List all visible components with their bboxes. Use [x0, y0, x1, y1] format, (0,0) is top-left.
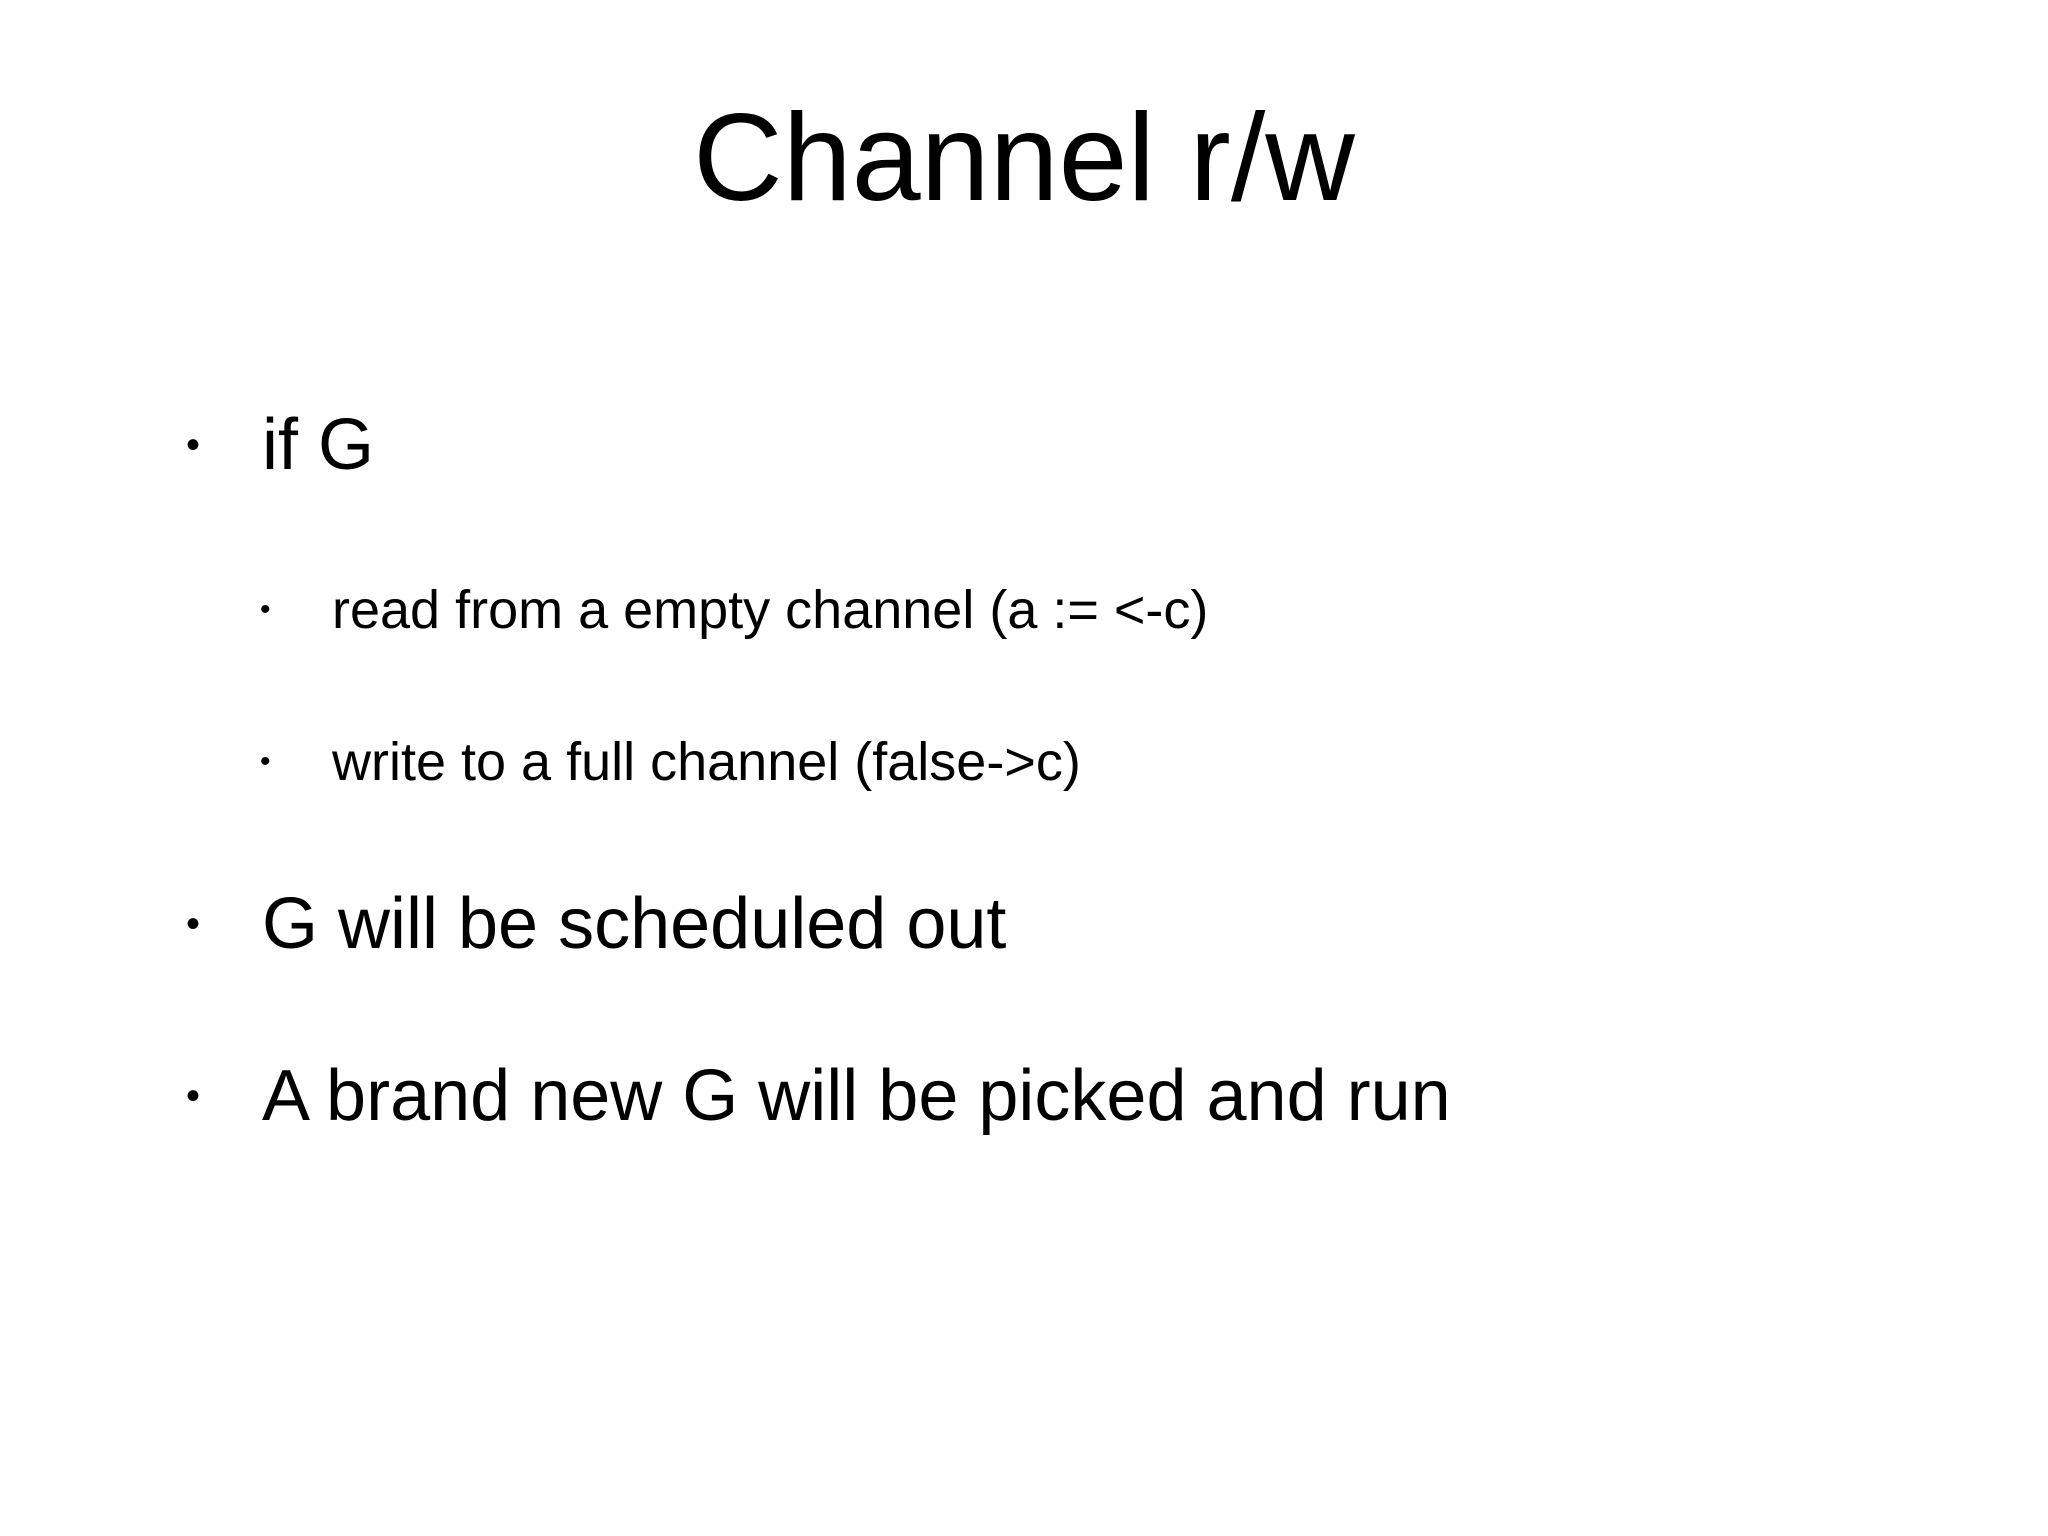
bullet-text: if G — [262, 405, 375, 485]
bullet-marker: • — [186, 423, 201, 467]
bullet-text: A brand new G will be picked and run — [262, 1056, 1451, 1136]
bullet-text: G will be scheduled out — [262, 884, 1007, 964]
sub-bullet-marker: • — [260, 593, 271, 626]
bullet-marker: • — [186, 1074, 201, 1118]
sub-bullet-text: read from a empty channel (a := <-c) — [332, 580, 1209, 640]
sub-bullet-text: write to a full channel (false->c) — [332, 732, 1081, 792]
slide-title: Channel r/w — [693, 89, 1355, 227]
sub-bullet-marker: • — [260, 745, 271, 778]
bullet-marker: • — [186, 902, 201, 946]
